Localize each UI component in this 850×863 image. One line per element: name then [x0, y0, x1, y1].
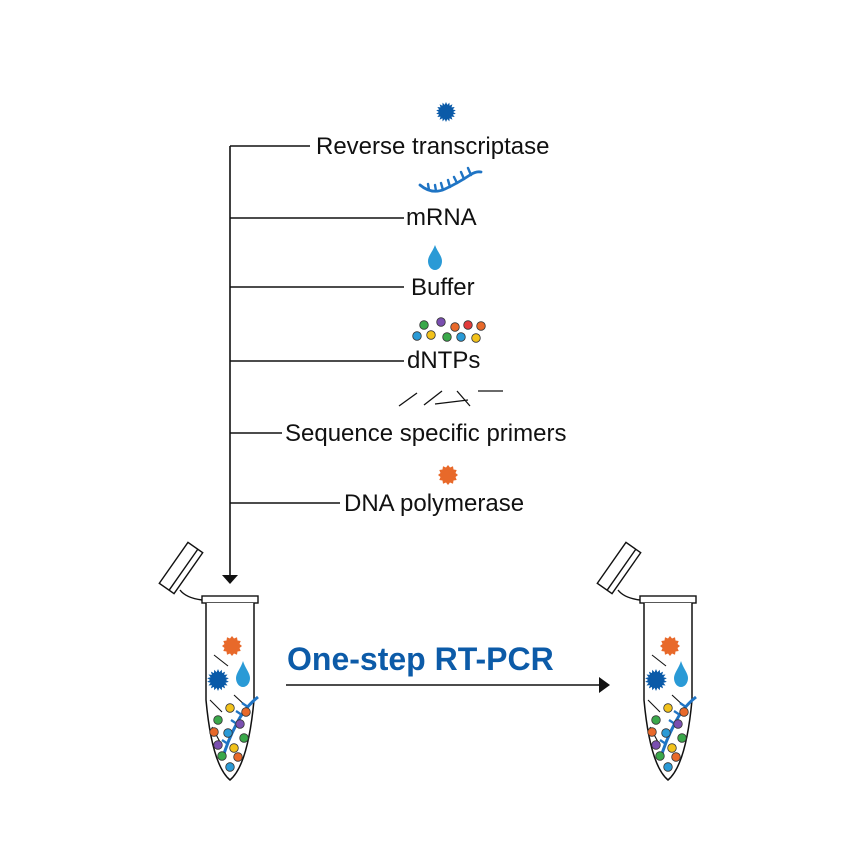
label-reverse-transcriptase: Reverse transcriptase — [316, 133, 549, 160]
dna-polymerase-icon — [438, 465, 458, 485]
label-dna-polymerase: DNA polymerase — [344, 490, 524, 517]
label-buffer: Buffer — [411, 274, 475, 301]
dntp-beads-icon — [412, 317, 486, 343]
connector-lines — [229, 145, 404, 575]
right-tube — [596, 541, 697, 781]
buffer-droplet-icon — [428, 245, 442, 270]
arrowhead-down-icon — [222, 575, 238, 584]
arrowhead-right-icon — [599, 677, 610, 693]
label-dntps: dNTPs — [407, 347, 480, 374]
mrna-strand-icon — [418, 166, 483, 193]
label-sequence-specific-primers: Sequence specific primers — [285, 420, 566, 447]
tube-lid-icon — [596, 541, 642, 601]
label-mrna: mRNA — [406, 204, 477, 231]
reverse-transcriptase-icon — [436, 102, 456, 122]
process-title: One-step RT-PCR — [287, 641, 554, 677]
left-tube — [158, 541, 259, 781]
tube-lid-icon — [158, 541, 204, 601]
primers-icon — [398, 390, 503, 407]
